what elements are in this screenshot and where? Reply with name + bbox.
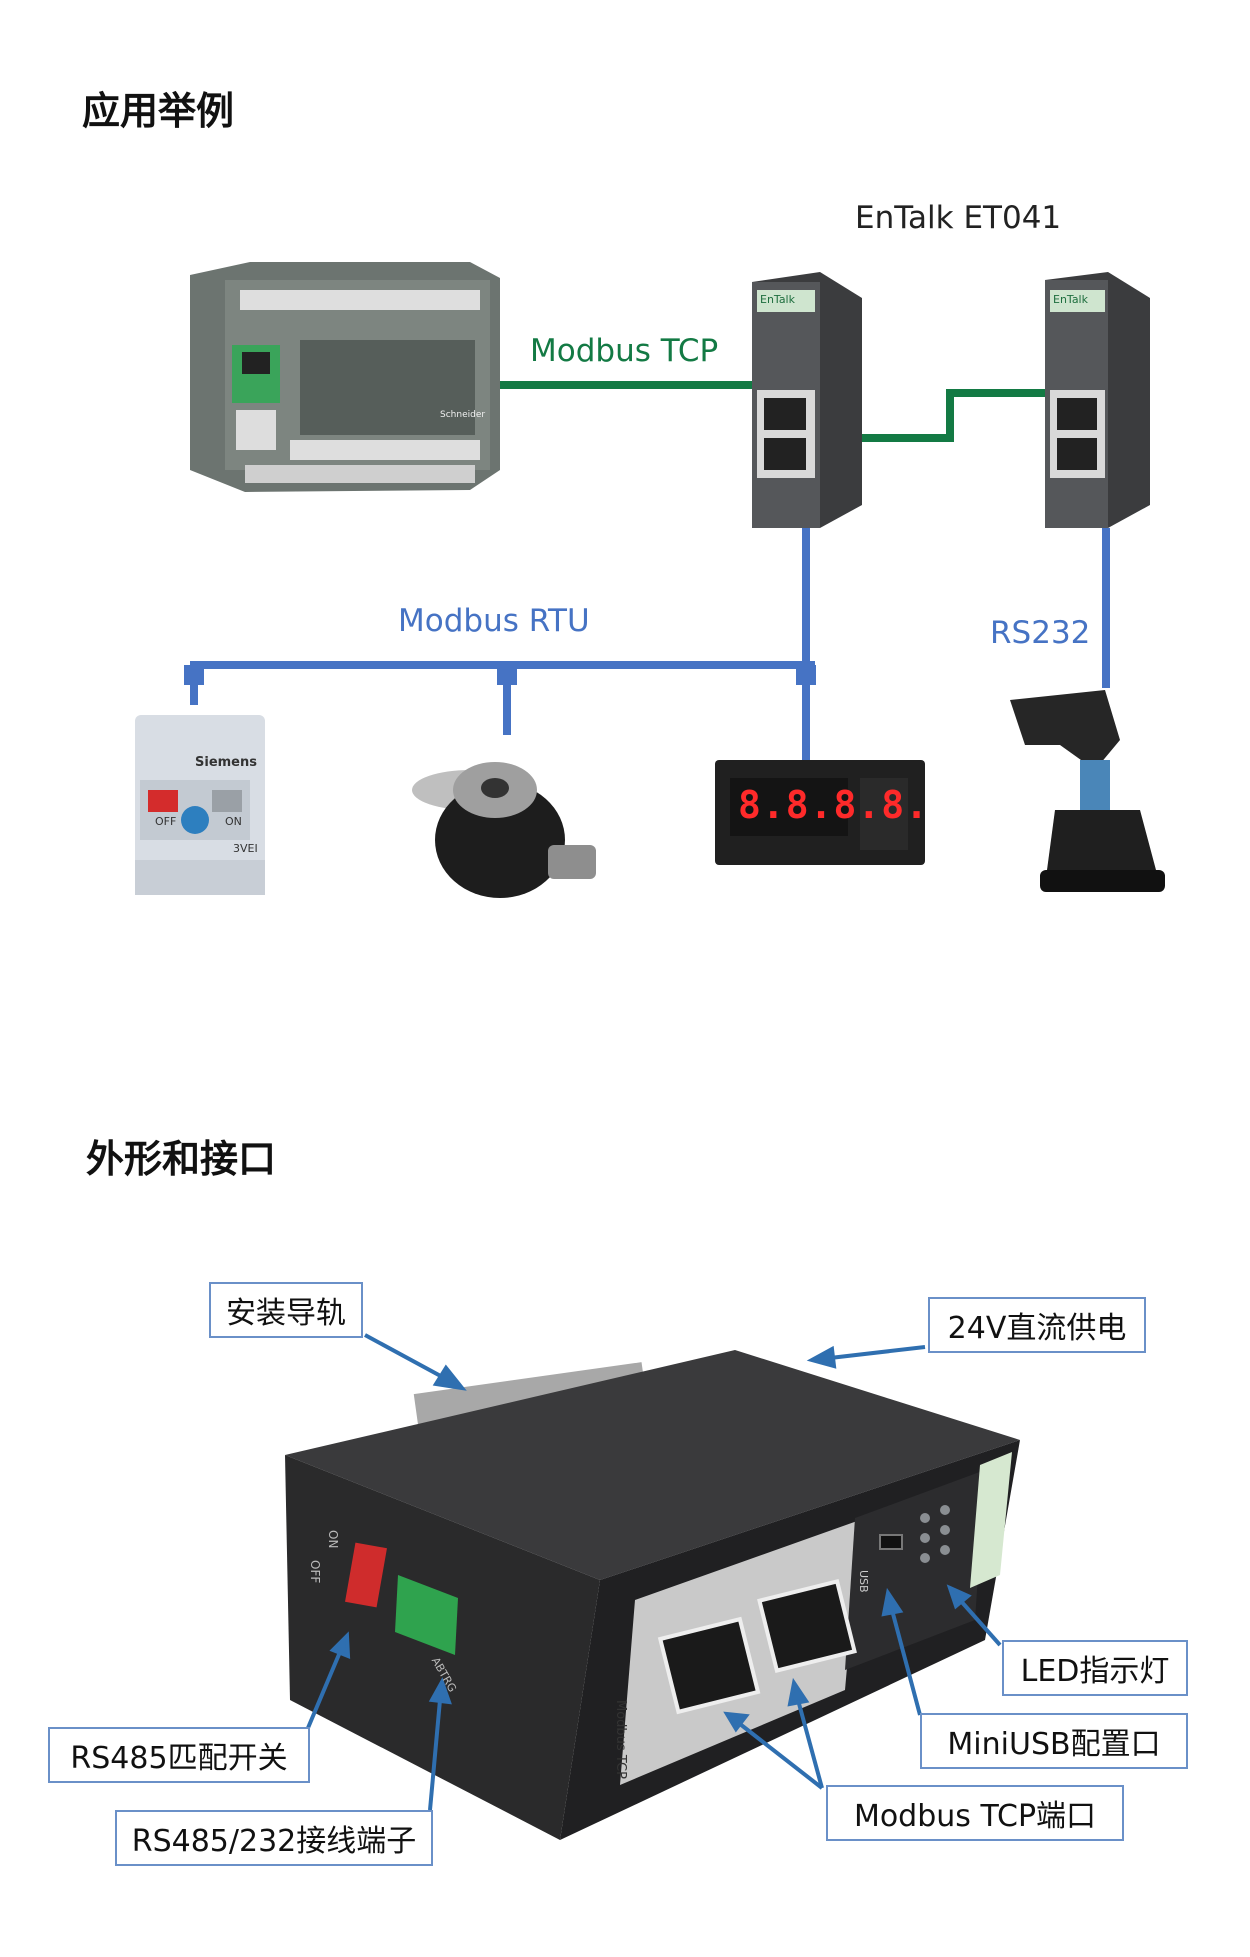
plc-brand: Schneider [440,410,486,420]
gateway-1 [752,272,862,528]
device-usb-mark: USB [857,1570,870,1593]
breaker-brand: Siemens [195,755,257,770]
section-title-appearance: 外形和接口 [86,1137,277,1181]
callout-miniusb-port: MiniUSB配置口 [920,1713,1188,1769]
panel-meter-device [715,760,925,865]
callout-led-indicator: LED指示灯 [1002,1640,1188,1696]
modbus-tcp-label: Modbus TCP [530,333,719,369]
gateway-2 [1045,272,1150,528]
gateway-model-label: EnTalk ET041 [855,200,1062,236]
section-title-application: 应用举例 [82,89,235,133]
application-diagram [135,262,1165,898]
callout-terminal-block: RS485/232接线端子 [115,1810,433,1866]
breaker-model-mark: 3VEI [233,842,258,855]
rtu-taps [184,665,816,685]
callout-modbus-tcp-port: Modbus TCP端口 [826,1785,1124,1841]
breaker-device [135,715,265,895]
gateway-1-brand: EnTalk [760,293,795,306]
device-on-mark: ON [326,1530,340,1549]
gateway-2-brand: EnTalk [1053,293,1088,306]
device-side-tcp-mark: Modbus TCP [613,1700,628,1779]
plc-device [190,262,500,492]
callout-din-rail: 安装导轨 [209,1282,363,1338]
modbus-rtu-label: Modbus RTU [398,603,590,639]
breaker-off-mark: OFF [155,815,177,828]
callout-24v-power: 24V直流供电 [928,1297,1146,1353]
encoder-device [412,762,596,898]
device-off-mark: OFF [308,1560,322,1584]
breaker-on-mark: ON [225,815,242,828]
callout-rs485-switch: RS485匹配开关 [48,1727,310,1783]
tcp-links [500,381,1045,442]
barcode-scanner-device [1010,690,1165,892]
rs232-label: RS232 [990,615,1091,651]
meter-reading: 8.8.8.8. [738,783,930,827]
